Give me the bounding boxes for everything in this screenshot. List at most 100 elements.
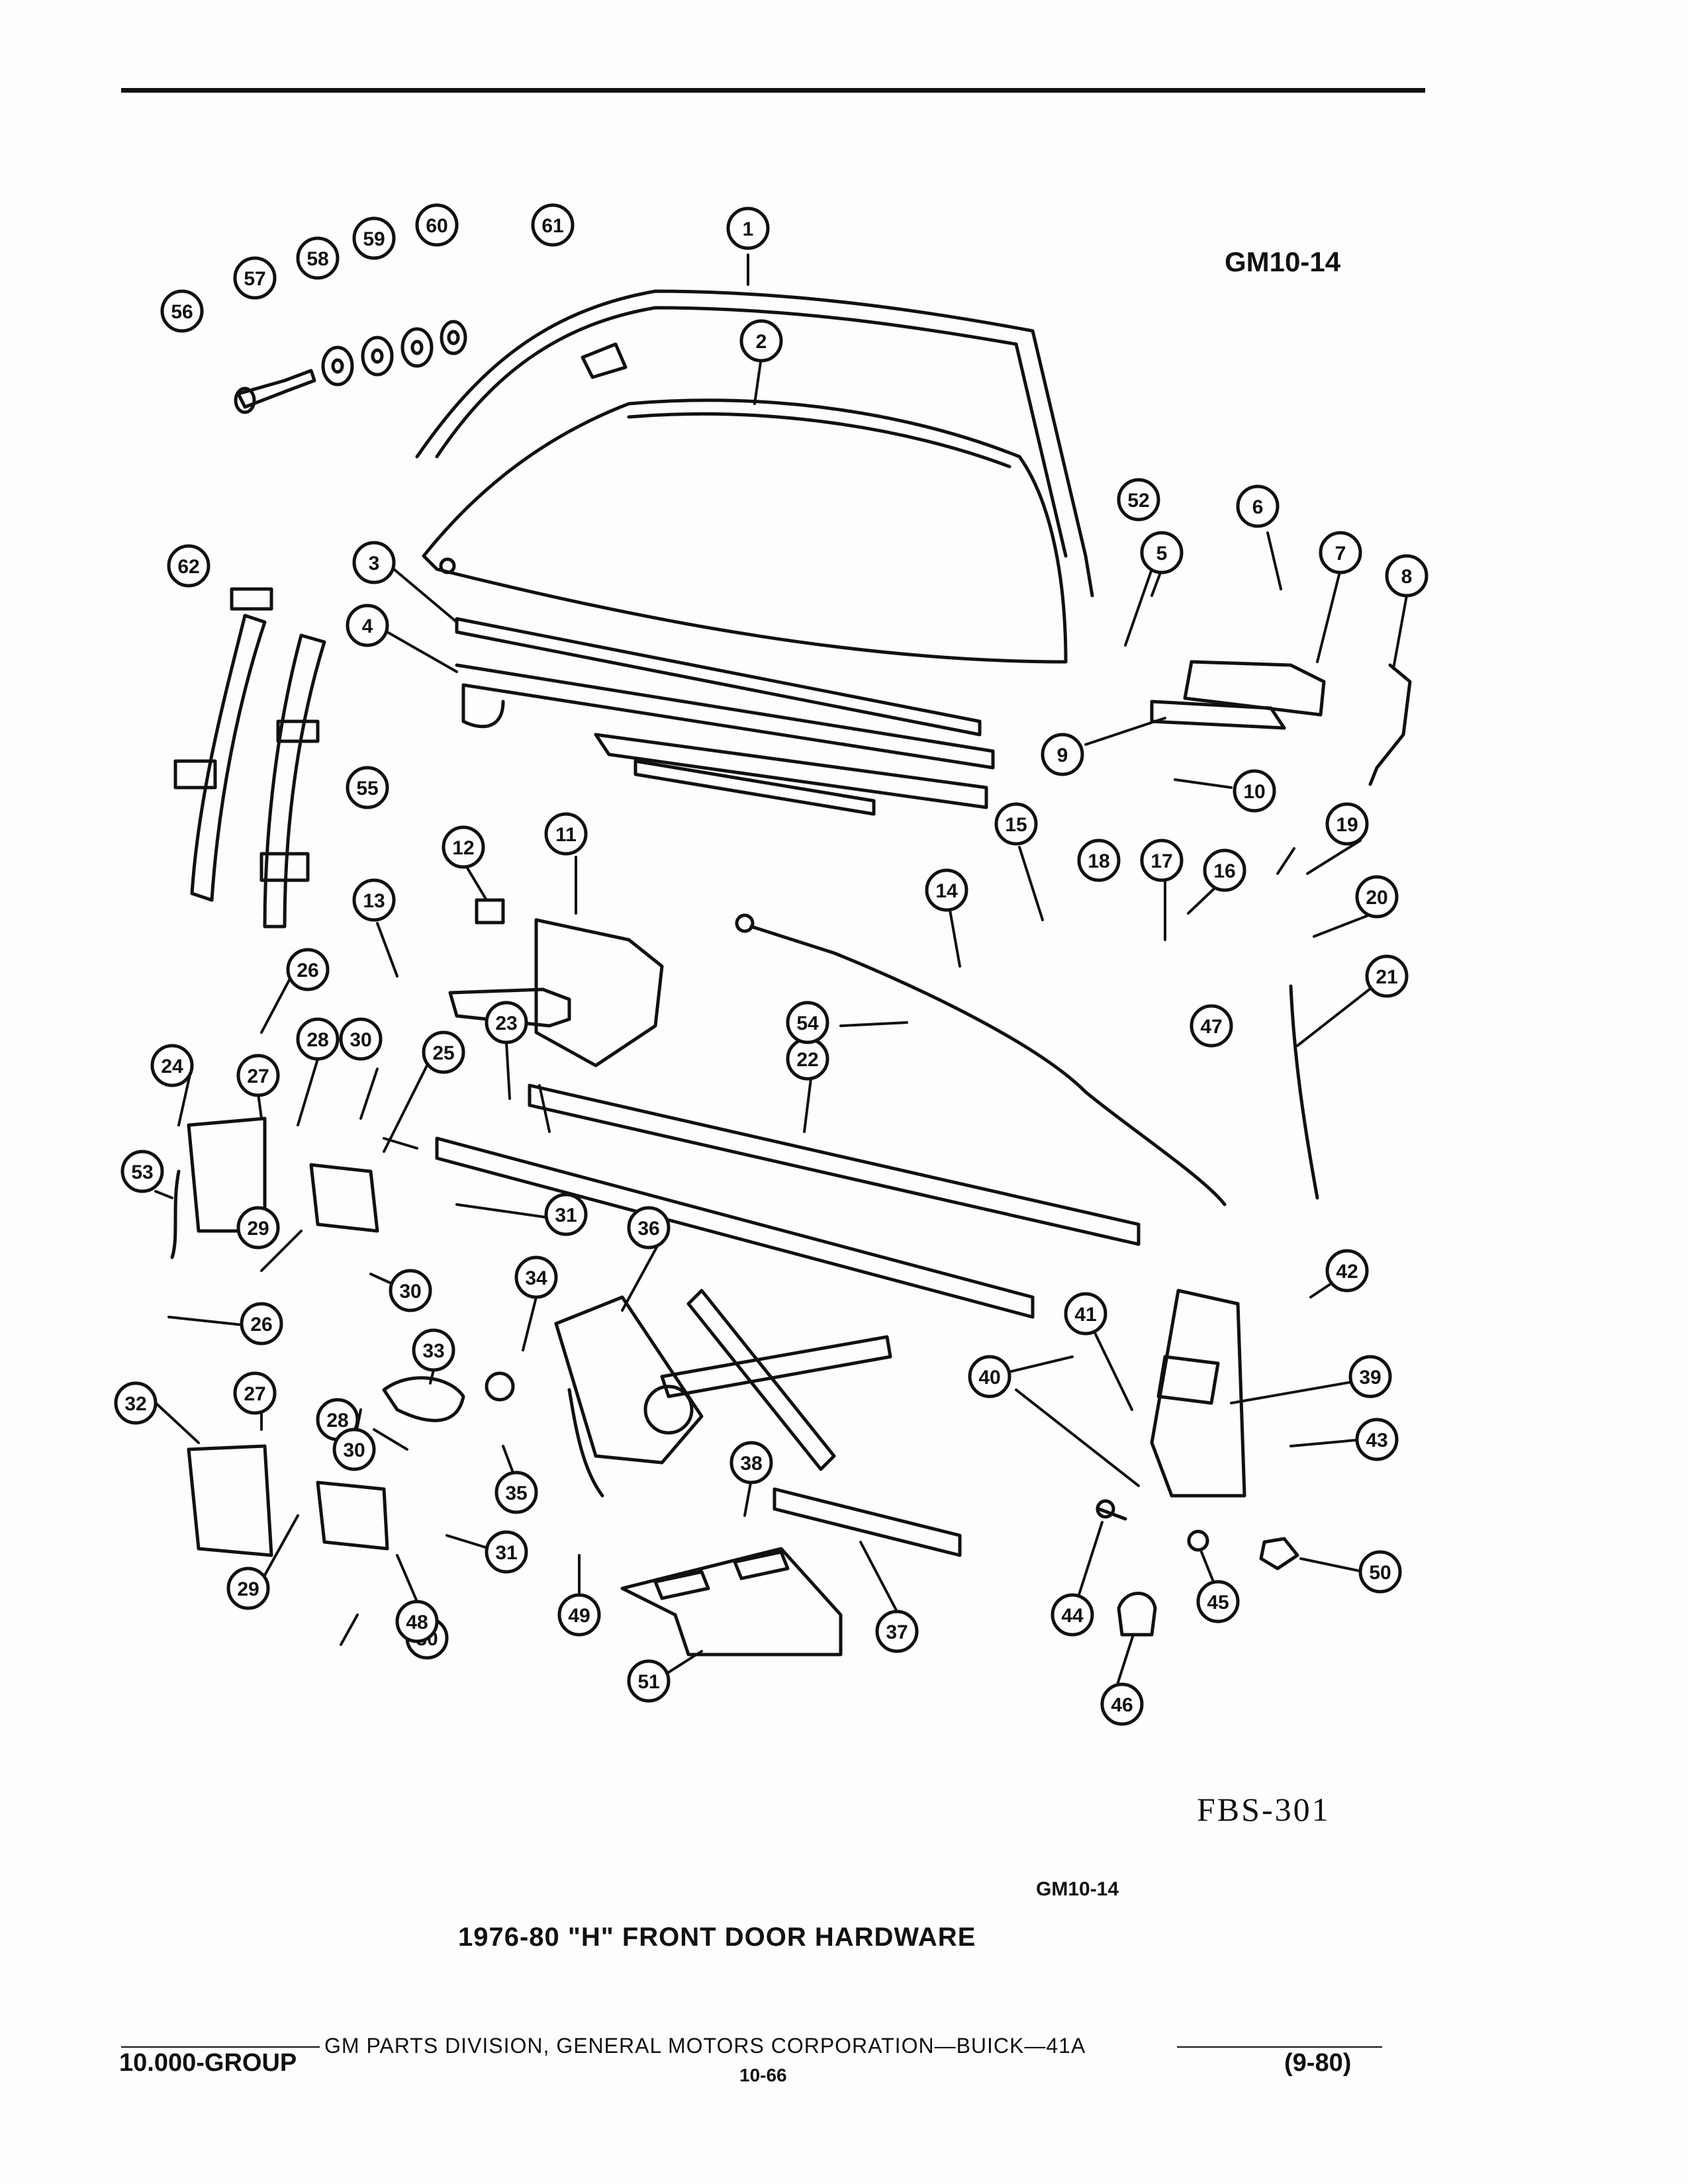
callout-circle — [531, 203, 575, 247]
callout-label: 24 — [161, 1056, 183, 1077]
callout-31: 31 — [544, 1193, 588, 1236]
callout-58: 58 — [296, 236, 340, 280]
callout-circle — [352, 878, 396, 922]
callout-label: 34 — [525, 1267, 547, 1289]
callout-label: 51 — [637, 1671, 659, 1693]
callout-circle — [352, 541, 396, 584]
belt-strip-part — [435, 1083, 1141, 1319]
callout-circle — [352, 216, 396, 260]
callout-circle — [1041, 733, 1084, 776]
callout-circle — [233, 1371, 277, 1415]
callout-label: 15 — [1005, 814, 1027, 836]
callout-43: 43 — [1355, 1418, 1399, 1461]
callout-leader-lines — [151, 253, 1408, 1686]
callout-circle — [236, 1206, 280, 1250]
callout-18: 18 — [1077, 839, 1121, 882]
callout-circle — [1325, 802, 1369, 846]
callout-circle — [233, 256, 277, 300]
callout-label: 18 — [1088, 850, 1109, 872]
callout-circle — [1140, 531, 1184, 574]
inside-handle-part — [448, 898, 664, 1068]
window-regulator-part — [554, 1289, 892, 1498]
callout-circle — [1355, 875, 1399, 919]
callout-55: 55 — [346, 766, 389, 809]
callout-51: 51 — [627, 1659, 671, 1703]
callout-52: 52 — [1117, 478, 1160, 522]
callout-22: 22 — [786, 1037, 829, 1081]
callout-label: 2 — [756, 331, 767, 353]
footer-page-number: 10-66 — [739, 2065, 787, 2085]
callout-label: 6 — [1252, 496, 1264, 518]
callout-30: 30 — [339, 1017, 383, 1061]
callout-33: 33 — [412, 1328, 455, 1372]
callout-label: 44 — [1061, 1605, 1084, 1627]
callout-label: 10 — [1243, 781, 1265, 803]
lower-hinge-part — [187, 1444, 389, 1557]
glass-channel-part — [455, 617, 995, 816]
callout-4: 4 — [346, 604, 389, 647]
callout-30: 30 — [332, 1428, 376, 1471]
window-glass-part — [422, 398, 1068, 664]
callout-label: 40 — [978, 1367, 1000, 1388]
callout-9: 9 — [1041, 733, 1084, 776]
callout-circle — [120, 1150, 164, 1193]
callout-label: 3 — [369, 553, 380, 574]
callout-circle — [422, 1030, 465, 1074]
callout-label: 8 — [1401, 566, 1413, 588]
callout-62: 62 — [167, 544, 211, 588]
callout-label: 26 — [297, 960, 318, 981]
callout-29: 29 — [236, 1206, 280, 1250]
callout-label: 30 — [399, 1281, 421, 1302]
callout-circle — [1203, 848, 1246, 892]
callout-label: 11 — [555, 824, 577, 846]
callout-label: 31 — [495, 1542, 517, 1564]
callout-label: 29 — [237, 1578, 259, 1600]
callout-45: 45 — [1196, 1580, 1240, 1623]
footer-group: 10.000-GROUP — [119, 2049, 297, 2077]
callout-54: 54 — [786, 1001, 829, 1044]
striker-part — [1096, 1499, 1299, 1637]
callout-circle — [875, 1610, 919, 1653]
callout-label: 7 — [1335, 543, 1346, 565]
callout-label: 1 — [743, 218, 754, 240]
callout-circle — [627, 1659, 671, 1703]
callout-11: 11 — [544, 812, 588, 856]
callout-circle — [1325, 1249, 1369, 1293]
callout-label: 45 — [1207, 1592, 1229, 1614]
bezel-part — [620, 1547, 843, 1657]
callout-circle — [339, 1017, 383, 1061]
callout-17: 17 — [1140, 839, 1184, 882]
callout-46: 46 — [1100, 1682, 1144, 1726]
callout-circle — [226, 1567, 270, 1610]
callout-circle — [544, 812, 588, 856]
callout-circle — [442, 825, 485, 869]
callout-circle — [1077, 839, 1121, 882]
callout-circle — [1385, 554, 1429, 598]
callout-label: 16 — [1213, 860, 1235, 882]
cable-part — [749, 925, 1227, 1206]
callout-circle — [485, 1001, 528, 1044]
callout-label: 30 — [343, 1439, 365, 1461]
callout-48: 48 — [395, 1600, 439, 1643]
callout-circle — [1319, 531, 1362, 574]
callout-circle — [786, 1001, 829, 1044]
callout-1: 1 — [726, 206, 770, 250]
callout-42: 42 — [1325, 1249, 1369, 1293]
callout-label: 49 — [568, 1605, 590, 1627]
outside-handle-part — [1150, 660, 1326, 730]
callout-61: 61 — [531, 203, 575, 247]
callout-label: 58 — [306, 248, 328, 270]
callout-37: 37 — [875, 1610, 919, 1653]
callout-label: 38 — [740, 1453, 762, 1475]
callout-circle — [968, 1355, 1011, 1398]
callout-circle — [114, 1381, 158, 1425]
callout-40: 40 — [968, 1355, 1011, 1398]
callout-label: 28 — [326, 1410, 348, 1432]
callout-59: 59 — [352, 216, 396, 260]
callout-label: 54 — [796, 1013, 819, 1034]
callout-34: 34 — [514, 1255, 558, 1299]
callout-circle — [346, 766, 389, 809]
callout-60: 60 — [415, 203, 459, 247]
callout-label: 28 — [306, 1029, 328, 1051]
